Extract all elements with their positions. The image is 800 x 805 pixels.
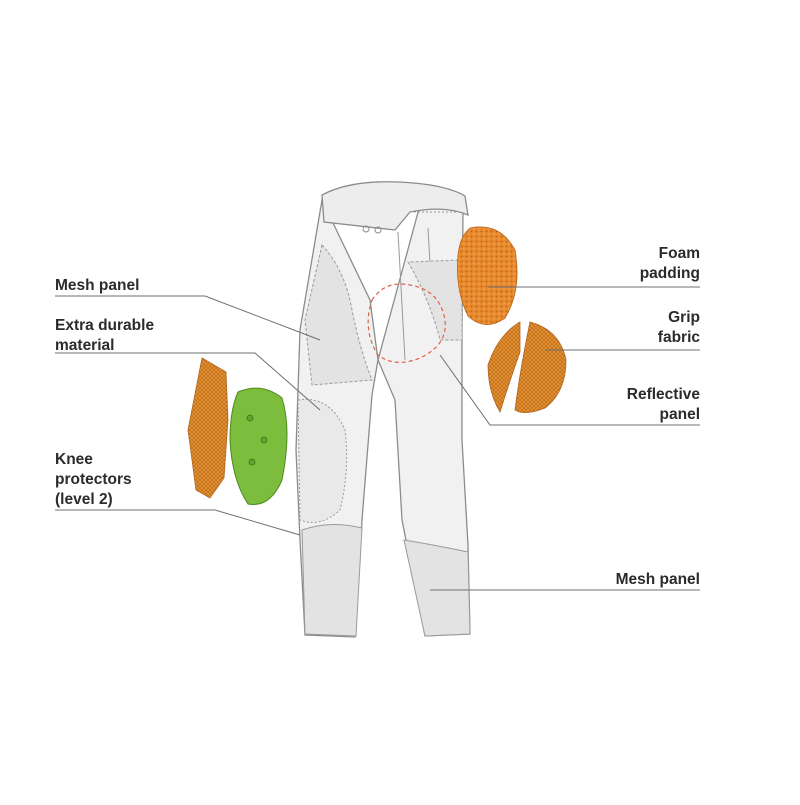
leader-lines — [55, 286, 700, 591]
mesh-panel-thigh-right — [407, 259, 463, 341]
leader-reflective-panel — [439, 354, 700, 426]
grip-fabric-hip-piece-left — [487, 321, 521, 413]
grip-fabric-knee-piece — [187, 357, 229, 499]
label-mesh-panel-lower: Mesh panel — [615, 571, 700, 588]
label-foam-padding: Foam padding — [639, 245, 700, 282]
foam-padding-pad — [457, 226, 518, 325]
label-mesh-panel-upper: Mesh panel — [55, 277, 140, 294]
label-extra-durable-material: Extra durable material — [55, 317, 155, 354]
label-grip-fabric: Grip fabric — [657, 309, 700, 346]
leader-knee-protectors — [55, 509, 301, 536]
mesh-panel-shin-right — [403, 539, 471, 637]
label-reflective-panel: Reflective panel — [626, 386, 700, 423]
label-knee-protectors: Knee protectors (level 2) — [55, 451, 132, 508]
mesh-panel-shin-left — [301, 524, 363, 637]
knee-protector-green — [229, 387, 288, 505]
leader-extra-durable — [55, 352, 321, 411]
leader-mesh-panel-upper — [55, 295, 321, 341]
reflective-panel-outline — [367, 283, 446, 363]
knee-reinforcement — [297, 398, 348, 523]
mesh-panel-thigh-left — [304, 243, 373, 386]
waistband — [321, 181, 469, 231]
grip-fabric-hip-piece-right — [514, 321, 567, 413]
